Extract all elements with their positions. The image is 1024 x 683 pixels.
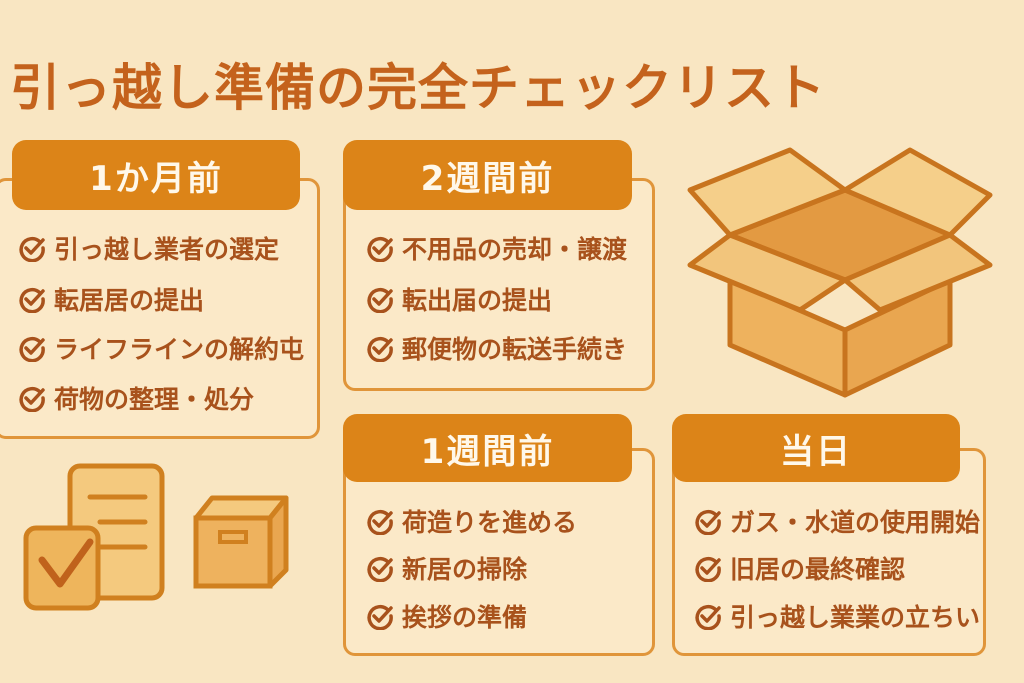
section-header-moving-day: 当日: [672, 414, 960, 482]
checklist-item-label: ライフラインの解約屯: [54, 335, 305, 364]
checklist-item-label: 不用品の売却・譲渡: [402, 235, 628, 264]
card-1-month: [0, 178, 320, 439]
open-box-illustration: [687, 147, 993, 398]
checklist-item-label: 荷造りを進める: [402, 508, 578, 537]
checklist-item: 郵便物の転送手続き: [366, 330, 627, 366]
check-circle-icon: [366, 234, 402, 262]
checklist-item: ガス・水道の使用開始: [694, 503, 980, 539]
card-2-weeks: [343, 178, 655, 391]
check-circle-icon: [18, 384, 54, 412]
section-header-2-weeks: 2週間前: [343, 140, 632, 210]
check-circle-icon: [18, 285, 54, 313]
checklist-item-label: 郵便物の転送手続き: [402, 335, 628, 364]
page-title: 引っ越し準備の完全チェックリスト: [10, 59, 826, 117]
check-circle-icon: [366, 554, 402, 582]
checklist-item: 新居の掃除: [366, 550, 527, 586]
checklist-item-label: 挨拶の準備: [402, 603, 528, 632]
checklist-document-icon: [23, 463, 165, 611]
small-box-icon: [193, 495, 289, 589]
section-header-1-week: 1週間前: [343, 414, 632, 482]
checklist-item: 転出届の提出: [366, 281, 552, 317]
checklist-item-label: 荷物の整理・処分: [54, 385, 255, 414]
checklist-item: 不用品の売却・譲渡: [366, 230, 627, 266]
section-header-1-month: 1か月前: [12, 140, 300, 210]
check-circle-icon: [366, 602, 402, 630]
checklist-item-label: ガス・水道の使用開始: [730, 508, 981, 537]
check-circle-icon: [366, 285, 402, 313]
checklist-item: 荷物の整理・処分: [18, 380, 254, 416]
card-moving-day: [672, 448, 986, 656]
checklist-item: ライフラインの解約屯: [18, 330, 304, 366]
check-circle-icon: [694, 602, 730, 630]
check-circle-icon: [694, 507, 730, 535]
checklist-item-label: 旧居の最終確認: [730, 555, 906, 584]
check-circle-icon: [694, 554, 730, 582]
checklist-item-label: 引っ越し業者の選定: [54, 235, 280, 264]
card-1-week: [343, 448, 655, 656]
checklist-item: 転居居の提出: [18, 281, 204, 317]
checklist-item-label: 転居居の提出: [54, 286, 205, 315]
check-circle-icon: [366, 507, 402, 535]
check-circle-icon: [18, 234, 54, 262]
checklist-item-label: 引っ越し業業の立ちい: [730, 603, 981, 632]
checklist-item-label: 新居の掃除: [402, 555, 528, 584]
checklist-item: 挨拶の準備: [366, 598, 527, 634]
checklist-item-label: 転出届の提出: [402, 286, 553, 315]
check-circle-icon: [18, 334, 54, 362]
checklist-item: 引っ越し業業の立ちい: [694, 598, 980, 634]
checklist-item: 旧居の最終確認: [694, 550, 905, 586]
checklist-item: 荷造りを進める: [366, 503, 577, 539]
checklist-item: 引っ越し業者の選定: [18, 230, 279, 266]
check-circle-icon: [366, 334, 402, 362]
